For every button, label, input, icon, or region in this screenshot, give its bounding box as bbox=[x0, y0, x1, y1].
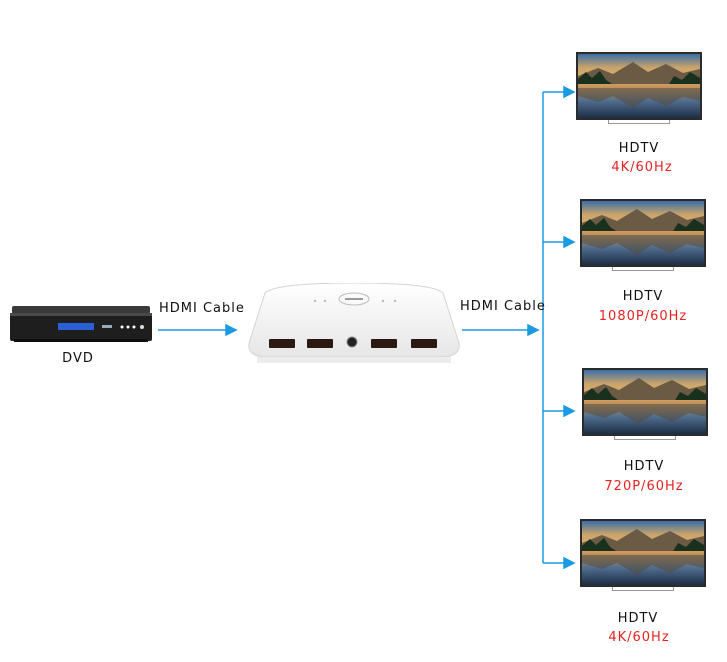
display-resolution: 4K/60Hz bbox=[611, 160, 672, 175]
display-resolution: 4K/60Hz bbox=[608, 630, 669, 645]
output-arrowhead bbox=[528, 325, 538, 335]
display-name: HDTV bbox=[623, 289, 664, 304]
display-name: HDTV bbox=[624, 459, 665, 474]
dvd-player-icon bbox=[10, 305, 152, 343]
hdtv-icon bbox=[576, 52, 702, 124]
hdtv-icon bbox=[580, 199, 706, 271]
input-cable-label: HDMI Cable bbox=[159, 301, 245, 316]
display-resolution: 1080P/60Hz bbox=[599, 309, 687, 324]
hdtv-icon bbox=[580, 519, 706, 591]
display-resolution: 720P/60Hz bbox=[604, 479, 683, 494]
input-arrowhead bbox=[226, 325, 236, 335]
display-name: HDTV bbox=[619, 141, 660, 156]
display-name: HDTV bbox=[618, 611, 659, 626]
source-label: DVD bbox=[62, 351, 94, 366]
hdtv-icon bbox=[582, 368, 708, 440]
hdmi-splitter-icon bbox=[245, 283, 463, 371]
output-cable-label: HDMI Cable bbox=[460, 299, 546, 314]
